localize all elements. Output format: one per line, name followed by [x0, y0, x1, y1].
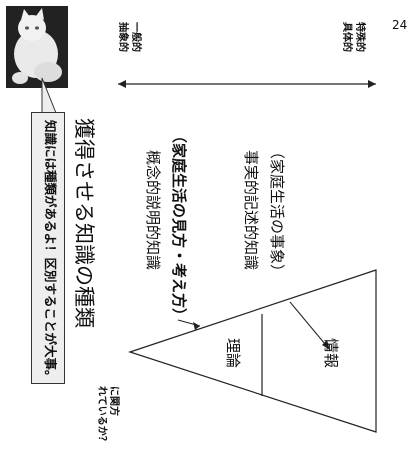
page-number: 24	[392, 18, 408, 32]
factual-sub: （家庭生活の事象）	[268, 144, 286, 280]
specific-line-2: 具体的	[341, 22, 352, 52]
general-line-2: 抽象的	[117, 22, 128, 52]
callout-text: 知識には種類があるよ！区別することが大事。	[43, 120, 58, 383]
factual-pointer	[289, 301, 331, 351]
factual-label: 事実的記述的知識	[242, 150, 260, 271]
callout-box	[31, 112, 65, 384]
cat-photo	[6, 6, 68, 88]
side-question-line-2: れているか？	[96, 386, 107, 446]
knowledge-triangle	[128, 269, 377, 433]
side-question-line-1: に関方	[108, 386, 119, 416]
triangle-right-label: 情報	[322, 338, 340, 369]
conceptual-sub: （家庭生活の見方・考え方）	[170, 128, 188, 324]
page-title: 獲得させる知識の種類	[72, 118, 96, 328]
triangle-left-label: 理論	[224, 338, 242, 369]
conceptual-label: 概念的説明的知識	[144, 150, 162, 271]
general-line-1: 一般的	[130, 22, 141, 52]
specific-line-1: 特殊的	[354, 22, 365, 52]
